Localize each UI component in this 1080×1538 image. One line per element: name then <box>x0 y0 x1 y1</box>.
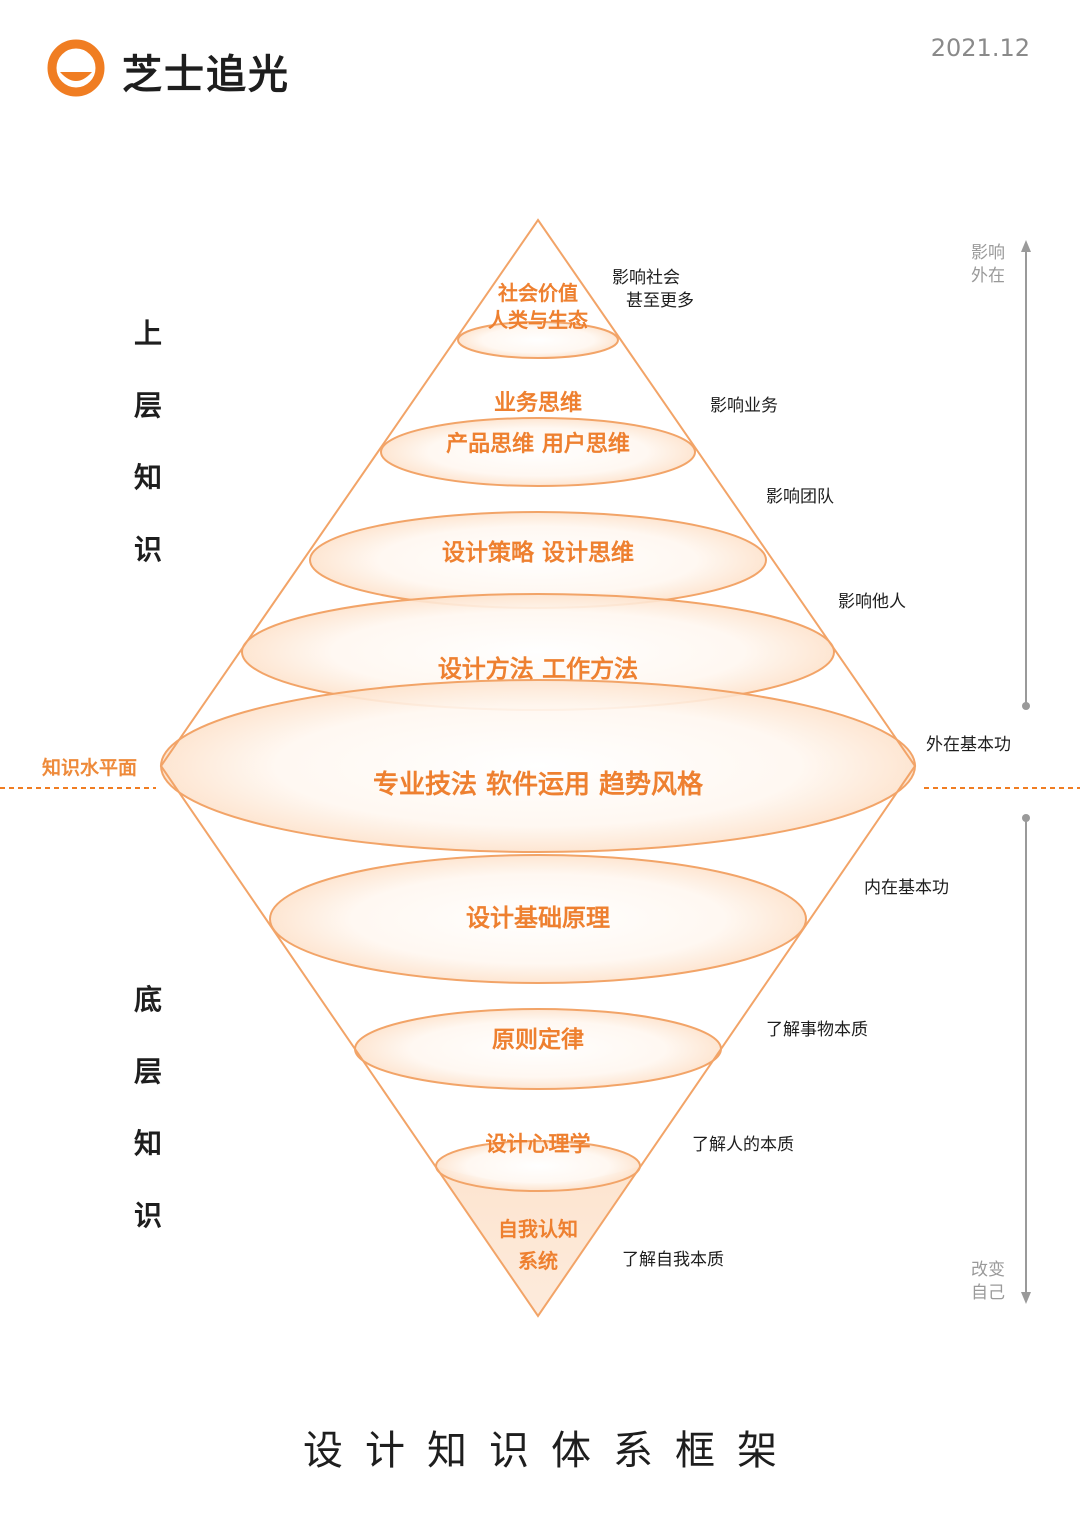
lower-label-char-2: 层 <box>133 1055 162 1088</box>
axis-bottom-label-line-1: 改变 <box>971 1260 1005 1280</box>
layer-9-label-1: 自我认知 <box>498 1217 578 1241</box>
axis-bottom-label: 改变 自己 <box>966 1259 1010 1305</box>
layer-8-label-1: 设计心理学 <box>486 1132 591 1156</box>
lower-label-char-1: 底 <box>133 983 162 1016</box>
brand-name: 芝士追光 <box>122 52 290 98</box>
upper-label-char-3: 知 <box>133 461 162 494</box>
date-label: 2021.12 <box>930 34 1030 62</box>
layer-ellipse-1 <box>457 321 619 359</box>
axis-top-arrow-icon <box>1021 240 1031 252</box>
diamond-outline <box>159 218 917 1318</box>
layer-3-note-1: 影响团队 <box>766 487 834 507</box>
axis-bottom-label-line-2: 自己 <box>971 1283 1005 1303</box>
brand-logo-icon <box>47 39 105 97</box>
layer-3-label-1: 设计策略 设计思维 <box>442 539 634 566</box>
lower-label-char-4: 识 <box>133 1199 162 1232</box>
upper-label-char-2: 层 <box>133 389 162 422</box>
axis-top-label-line-2: 外在 <box>971 266 1005 286</box>
lower-tip-shade <box>436 1166 640 1316</box>
layer-ellipse-2 <box>380 417 696 487</box>
layer-6-note-1: 内在基本功 <box>864 878 949 898</box>
axis-top-dot <box>1022 702 1030 710</box>
layer-6-label-1: 设计基础原理 <box>466 904 610 932</box>
layer-2-label-1: 业务思维 <box>494 390 582 416</box>
layer-8-note-1: 了解人的本质 <box>692 1135 794 1155</box>
layer-1-note-2: 甚至更多 <box>626 291 694 311</box>
layer-ellipse-6 <box>269 854 807 984</box>
layer-9-label-2: 系统 <box>518 1249 558 1273</box>
layer-9-note-1: 了解自我本质 <box>622 1250 724 1270</box>
layer-7-note-1: 了解事物本质 <box>766 1020 868 1040</box>
layer-ellipse-5 <box>160 679 916 853</box>
layer-5-label-1: 专业技法 软件运用 趋势风格 <box>373 769 704 800</box>
upper-label-char-4: 识 <box>133 533 162 566</box>
axis-bottom-arrow-icon <box>1021 1292 1031 1304</box>
axis-top-label-line-1: 影响 <box>971 243 1005 263</box>
layer-7-label-1: 原则定律 <box>492 1026 584 1053</box>
layer-1-label-1: 社会价值 <box>497 281 578 305</box>
layer-1-label-2: 人类与生态 <box>488 308 588 332</box>
layer-2-label-2: 产品思维 用户思维 <box>446 431 630 457</box>
layer-1-note-1: 影响社会 <box>612 268 680 288</box>
upper-label-char-1: 上 <box>133 317 162 350</box>
layer-5-note-1: 外在基本功 <box>926 735 1011 755</box>
diagram-title: 设计知识体系框架 <box>303 1428 799 1474</box>
axis-top-label: 影响 外在 <box>966 242 1010 288</box>
layer-4-label-1: 设计方法 工作方法 <box>438 655 638 683</box>
layer-2-note-1: 影响业务 <box>710 396 778 416</box>
layer-4-note-1: 影响他人 <box>838 592 906 612</box>
water-level-label: 知识水平面 <box>42 757 138 779</box>
lower-label-char-3: 知 <box>133 1127 162 1160</box>
